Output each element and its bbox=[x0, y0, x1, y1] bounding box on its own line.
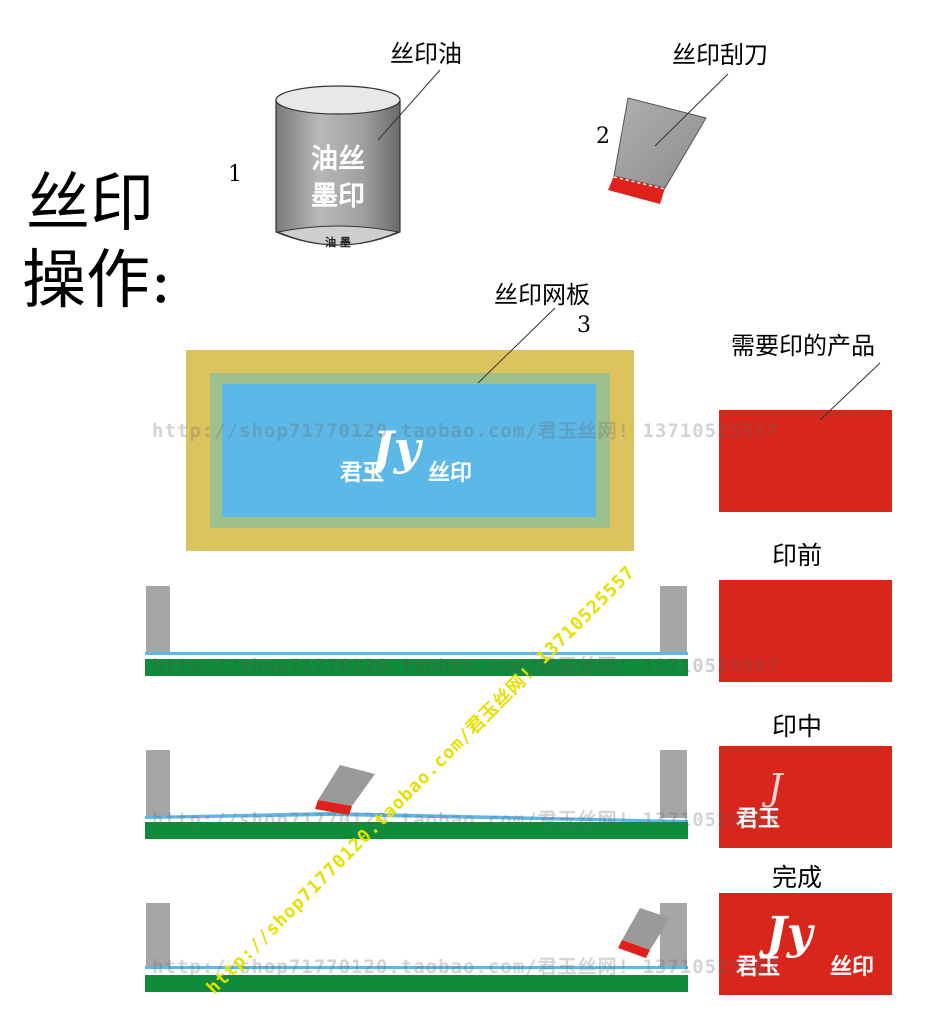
ink-can-line-1: 油丝 bbox=[311, 144, 365, 175]
step-done-logo-cn-2: 丝印 bbox=[830, 954, 874, 980]
step-done-squeegee bbox=[618, 908, 670, 958]
watermark-diagonal: http://shop71770120.taobao.com/君玉丝网! 137… bbox=[202, 561, 640, 999]
step-before-label: 印前 bbox=[772, 541, 822, 570]
title-line-2: 操作: bbox=[22, 244, 172, 318]
screen-frame bbox=[186, 350, 634, 551]
product-leader-line bbox=[819, 362, 881, 421]
screen-label: 丝印网板 bbox=[494, 281, 590, 309]
screen-logo-cn: 君玉 bbox=[340, 461, 384, 486]
watermark-line-2: http://shop71770120.taobao.com/君玉丝网! 137… bbox=[152, 654, 779, 677]
watermark-line-3: http://shop71770120.taobao.com/君玉丝网! 137… bbox=[152, 808, 779, 831]
watermark-line-1: http://shop71770120.taobao.com/君玉丝网! 137… bbox=[152, 419, 779, 442]
screen-logo-en: Jy bbox=[364, 421, 424, 475]
watermark-line-4: http://shop71770120.taobao.com/君玉丝网! 137… bbox=[152, 955, 779, 978]
squeegee bbox=[608, 97, 707, 204]
step-before: 印前 bbox=[145, 541, 892, 682]
step-done-label: 完成 bbox=[772, 863, 822, 892]
screen-leader-line bbox=[477, 307, 556, 384]
title-line-1: 丝印 bbox=[26, 167, 154, 241]
ink-can-leader-line bbox=[377, 69, 441, 141]
step-done-logo-en: Jy bbox=[759, 908, 816, 959]
ink-can-bottom-text: 油 墨 bbox=[325, 235, 351, 249]
screen-logo: Jy 君玉 丝印 bbox=[340, 421, 472, 486]
squeegee-number: 2 bbox=[596, 124, 610, 149]
step-during-label: 印中 bbox=[772, 712, 822, 741]
step-done: Jy 君玉 丝印 完成 bbox=[145, 863, 892, 995]
ink-can-number: 1 bbox=[228, 162, 242, 187]
watermark-layer: http://shop71770120.taobao.com/君玉丝网! 137… bbox=[152, 419, 779, 978]
step-during-squeegee bbox=[315, 765, 375, 815]
step-done-logo-cn: 君玉 bbox=[736, 955, 780, 980]
step-during-logo-cn: 君玉 bbox=[736, 807, 780, 832]
ink-can: 油墨 油丝 墨印 油 墨 bbox=[275, 85, 401, 249]
squeegee-leader-line bbox=[654, 73, 729, 147]
ink-can-line-2: 墨印 bbox=[311, 181, 365, 212]
ink-can-label: 丝印油 bbox=[390, 40, 462, 68]
product-label: 需要印的产品 bbox=[731, 332, 875, 360]
screen-number: 3 bbox=[577, 313, 591, 338]
step-during: J 君玉 印中 bbox=[145, 712, 892, 848]
product-block bbox=[719, 410, 892, 512]
screen-logo-cn-2: 丝印 bbox=[428, 460, 472, 486]
squeegee-label: 丝印刮刀 bbox=[672, 41, 768, 69]
